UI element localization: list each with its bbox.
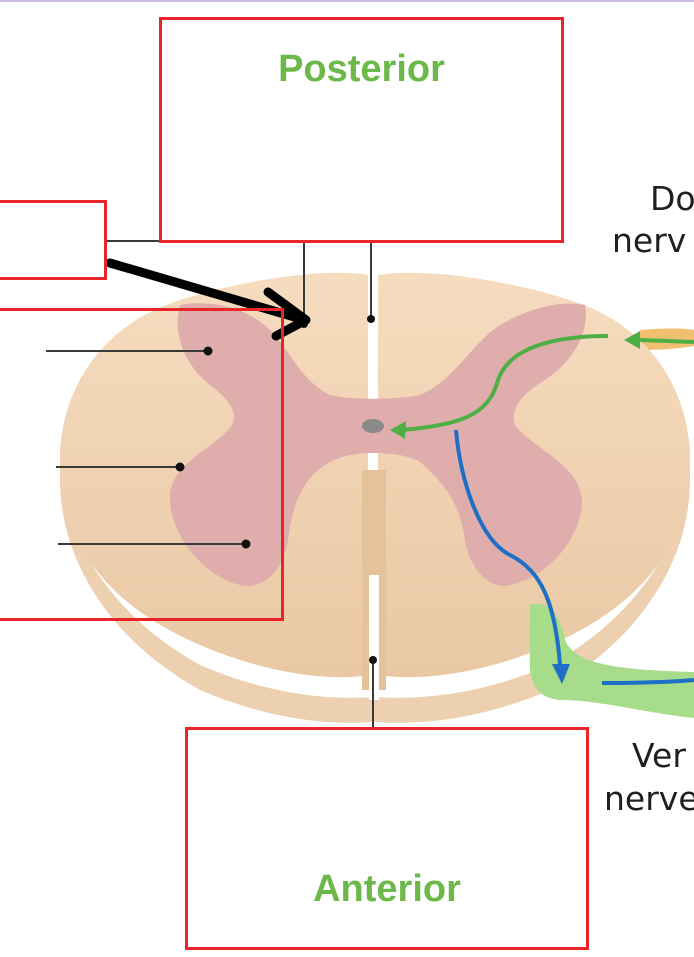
posterior-label: Posterior <box>278 48 445 90</box>
leader-dot-fissure <box>369 656 377 664</box>
leader-dot-4 <box>241 539 251 549</box>
dorsal-nerve-label-line1: Do <box>650 179 694 218</box>
anterior-label: Anterior <box>313 868 461 910</box>
label-box-posterior[interactable] <box>159 17 564 243</box>
green-arrow-icon <box>399 334 609 432</box>
green-arrow-entry <box>639 338 694 344</box>
ventral-nerve-label-line2: nerve <box>604 779 694 818</box>
gray-matter <box>169 303 586 586</box>
leader-dot-sulcus <box>367 315 375 323</box>
green-arrowhead <box>390 421 406 439</box>
ventral-root <box>529 603 694 718</box>
green-arrowhead-entry <box>624 331 640 349</box>
black-arrowhead <box>263 287 311 341</box>
label-box-left-small[interactable] <box>0 200 107 280</box>
dorsal-nerve-label-line2: nerv <box>612 221 687 260</box>
ventral-nerve-label-line1: Ver <box>632 736 686 775</box>
blue-arrowhead <box>552 664 570 684</box>
leader-dot-2 <box>203 346 213 356</box>
anterior-fissure-gap <box>369 575 379 700</box>
blue-arrow-exit <box>601 678 694 685</box>
central-canal <box>362 419 384 433</box>
leader-dot-3 <box>175 462 185 472</box>
posterior-sulcus <box>368 290 378 388</box>
blue-arrow-icon <box>454 429 562 666</box>
label-box-left-large[interactable] <box>0 308 284 621</box>
label-box-anterior[interactable] <box>185 727 589 950</box>
top-border <box>0 0 694 2</box>
